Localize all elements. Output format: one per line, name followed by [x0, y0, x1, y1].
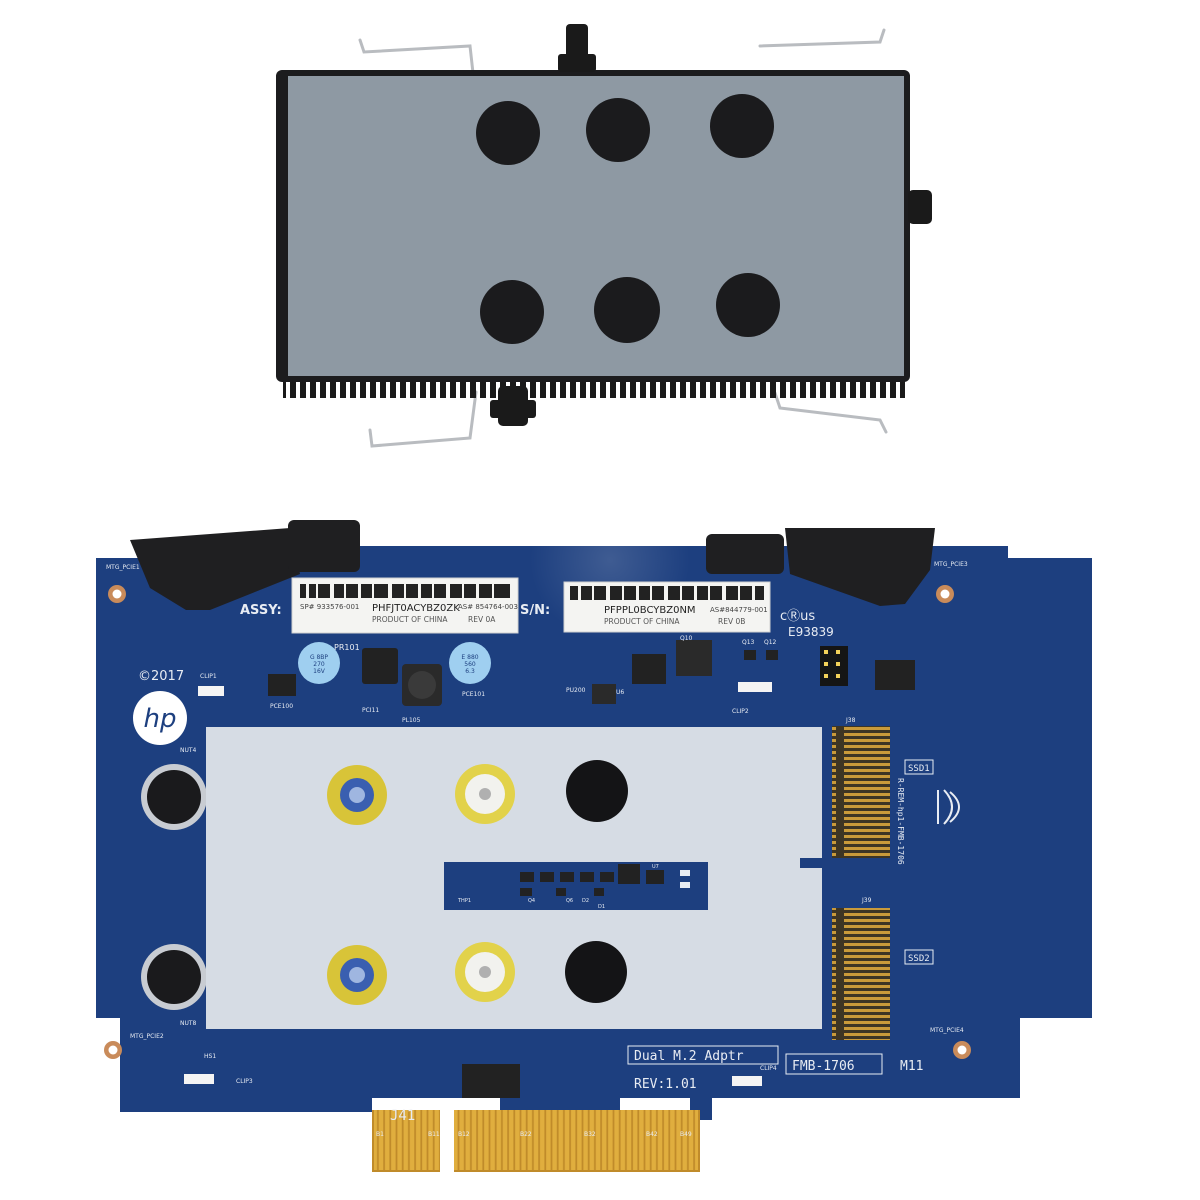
label-u6: U6: [616, 689, 624, 696]
mtg-label-1: MTG_PCIE1: [106, 564, 140, 571]
mtg-label-2: MTG_PCIE2: [130, 1033, 164, 1040]
heatsink-wire-clips: [358, 28, 888, 448]
label-d2: Q6: [566, 898, 573, 904]
sn-origin: PRODUCT OF CHINA: [604, 617, 680, 626]
connector-j38: J38: [845, 717, 856, 724]
nut-label-8: NUT8: [180, 1020, 197, 1027]
sn-label: S/N:: [520, 603, 550, 618]
assy-barcode-bars: [300, 584, 510, 598]
connector-j39: J39: [861, 897, 872, 904]
svg-text:hp: hp: [144, 704, 177, 734]
cap-right-line2: 560: [464, 661, 476, 668]
sn-rev: REV 0B: [718, 617, 745, 626]
cap-left-line3: 16V: [313, 668, 326, 675]
mtg-label-3: MTG_PCIE3: [934, 561, 968, 568]
label-thp1: HS1: [204, 1053, 216, 1060]
label-u10: D1: [598, 904, 605, 910]
nut-label-4: NUT4: [180, 747, 197, 754]
label-pu200: PU200: [566, 687, 586, 694]
assy-barcode-text: PHFJT0ACYBZ0ZK: [372, 603, 460, 614]
label-pl105: PL105: [402, 717, 421, 724]
assy-as-number: AS# 854764-003: [458, 603, 518, 611]
mtg-label-4: MTG_PCIE4: [930, 1027, 964, 1034]
hp-logo: hp: [133, 691, 187, 745]
top-components: [198, 640, 915, 706]
heatsink-push-pins: [490, 24, 932, 426]
ssd2-label: SSD2: [908, 954, 930, 964]
label-q6: Q4: [528, 898, 535, 904]
edge-connector-label: J41: [390, 1108, 415, 1124]
label-q12: Q12: [764, 639, 777, 646]
label-q13: Q13: [742, 639, 755, 646]
sn-as-number: AS#844779-001: [710, 606, 768, 614]
assy-sp-number: SP# 933576-001: [300, 603, 359, 611]
pin-label-b1: B1: [376, 1131, 384, 1138]
cap-left-line2: 270: [313, 661, 325, 668]
side-regulatory-text: R-REM-hp1-FMB-1706: [896, 778, 905, 865]
board-top-latches: [130, 520, 935, 610]
label-pr101: PR101: [334, 643, 360, 652]
model-suffix: M11: [900, 1059, 923, 1074]
pin-label-b32: B32: [584, 1131, 596, 1138]
label-d1: D2: [582, 898, 589, 904]
pin-label-b12: B12: [458, 1131, 470, 1138]
label-q10: Q10: [680, 635, 693, 642]
sn-barcode-text: PFPPL0BCYBZ0NM: [604, 605, 696, 616]
clip-label-2: CLIP2: [732, 708, 749, 715]
kc-mark: [937, 789, 960, 825]
label-pce100: PCE100: [270, 703, 293, 710]
copyright-year: ©2017: [138, 669, 184, 684]
model-number: FMB-1706: [792, 1059, 855, 1074]
pin-label-b42: B42: [646, 1131, 658, 1138]
pin-label-b11: B11: [428, 1131, 440, 1138]
m2-slot-2: [832, 908, 890, 1040]
ssd1-label: SSD1: [908, 764, 930, 774]
heatsink-holes: [476, 94, 780, 344]
m2-screws: [327, 764, 515, 1005]
cap-right-line1: E 880: [461, 654, 478, 661]
label-q4: THP1: [457, 898, 471, 904]
assy-sticker: SP# 933576-001 PHFJT0ACYBZ0ZK AS# 854764…: [291, 577, 519, 634]
bottom-ic: [462, 1064, 520, 1098]
clip-label-3: CLIP3: [236, 1078, 253, 1085]
standoff-nuts: [141, 764, 207, 1010]
assy-rev: REV 0A: [468, 615, 496, 624]
heatsink: [276, 24, 932, 448]
cert-mark: cⓇus: [780, 609, 815, 624]
sn-sticker: PFPPL0BCYBZ0NM AS#844779-001 PRODUCT OF …: [563, 581, 771, 633]
clip-label-4: CLIP4: [760, 1065, 777, 1072]
m2-slot-1: [832, 726, 890, 858]
assy-origin: PRODUCT OF CHINA: [372, 615, 448, 624]
clip-label-1: CLIP1: [200, 673, 217, 680]
adapter-board: SP# 933576-001 PHFJT0ACYBZ0ZK AS# 854764…: [96, 480, 1092, 1172]
pin-label-b49: B49: [680, 1131, 692, 1138]
center-pcb-strip: [444, 862, 708, 910]
pin-label-b22: B22: [520, 1131, 532, 1138]
assy-label: ASSY:: [240, 603, 282, 618]
cap-right-line3: 6.3: [465, 668, 475, 675]
product-name: Dual M.2 Adptr: [634, 1049, 744, 1064]
cert-number: E93839: [788, 625, 834, 639]
center-components: [520, 864, 690, 896]
mounting-holes: [104, 585, 971, 1059]
m2-slots: [800, 726, 890, 1040]
clip-pads: [184, 1074, 762, 1086]
label-pci11: PCI11: [362, 707, 379, 714]
pad-holes: [565, 760, 628, 1003]
ssd-labels: SSD1 SSD2: [904, 759, 934, 965]
label-pce101: PCE101: [462, 691, 485, 698]
label-u7: U7: [652, 864, 659, 870]
revision-label: REV:1.01: [634, 1077, 697, 1092]
cap-left-line1: G 8BP: [310, 654, 328, 661]
